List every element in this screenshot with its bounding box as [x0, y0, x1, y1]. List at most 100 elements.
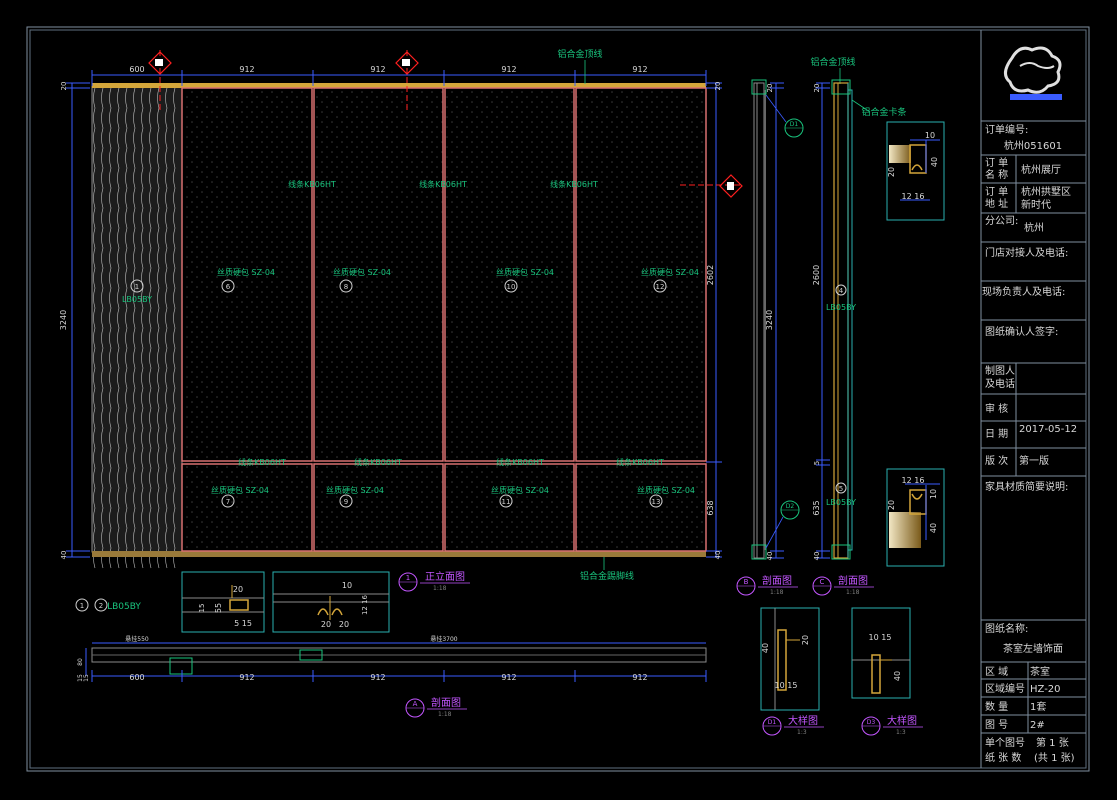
svg-text:制图人: 制图人 — [985, 364, 1015, 377]
svg-text:分公司:: 分公司: — [985, 215, 1018, 227]
svg-text:1:3: 1:3 — [896, 729, 906, 736]
svg-text:1:3: 1:3 — [797, 729, 807, 736]
silk-label: 丝质硬包 SZ-04 — [491, 485, 549, 495]
svg-text:10: 10 — [507, 283, 516, 291]
svg-text:1: 1 — [80, 602, 84, 610]
svg-text:正立面图: 正立面图 — [425, 570, 465, 583]
svg-text:D1: D1 — [790, 121, 799, 128]
detail-d1: 40 20 10 15 — [760, 607, 820, 711]
svg-text:600: 600 — [129, 673, 144, 682]
silk-label: 丝质硬包 SZ-04 — [637, 485, 695, 495]
dim-top-4: 912 — [632, 65, 647, 74]
strip-label: 线条KB06HT — [238, 457, 286, 467]
silk-label: 丝质硬包 SZ-04 — [641, 267, 699, 277]
svg-text:版 次: 版 次 — [985, 454, 1008, 467]
section-c: 铝合金顶线 铝合金卡条 20 2600 5 635 40 4 LB05BY 5 … — [810, 56, 945, 567]
sec-b-dim-bottom: 40 — [766, 552, 774, 561]
area: 茶室 — [1030, 665, 1050, 678]
svg-text:40: 40 — [929, 523, 938, 533]
dim-top-3: 912 — [501, 65, 516, 74]
section-b: 3240 20 40 D1 D2 — [751, 79, 804, 561]
date: 2017-05-12 — [1019, 424, 1077, 435]
tag-circle: 8 — [339, 279, 353, 293]
drawing-name: 茶室左墙饰面 — [1003, 642, 1063, 655]
svg-text:区 域: 区 域 — [985, 665, 1008, 678]
drawing-number: 2# — [1030, 720, 1045, 731]
silk-panel-lower — [444, 463, 575, 552]
svg-text:11: 11 — [502, 498, 511, 506]
svg-text:40: 40 — [893, 671, 902, 681]
sec-b-dim-top: 20 — [766, 84, 774, 93]
svg-text:单个图号: 单个图号 — [985, 737, 1025, 749]
outer-frame — [26, 26, 1090, 772]
strip-label: 线条KB06HT — [419, 179, 467, 189]
dim-right-upper: 2602 — [706, 265, 715, 285]
svg-text:20: 20 — [887, 167, 896, 177]
svg-text:20: 20 — [339, 620, 349, 629]
svg-text:悬挂3700: 悬挂3700 — [430, 635, 457, 643]
svg-text:审 核: 审 核 — [985, 402, 1008, 415]
silk-label: 丝质硬包 SZ-04 — [217, 267, 275, 277]
silk-panel-lower — [313, 463, 444, 552]
svg-text:图纸名称:: 图纸名称: — [985, 622, 1028, 635]
svg-text:80: 80 — [77, 658, 84, 666]
svg-text:10 15: 10 15 — [775, 681, 798, 690]
bottom-trim-label: 铝合金踢脚线 — [580, 570, 634, 582]
svg-text:40: 40 — [930, 157, 939, 167]
svg-text:1: 1 — [406, 574, 410, 582]
top-trim — [92, 83, 706, 88]
dim-top-0: 600 — [129, 65, 144, 74]
order-no-label: 订单编号: — [985, 123, 1028, 136]
small-section-2: 10 12 16 20 20 — [272, 571, 390, 633]
svg-text:912: 912 — [632, 673, 647, 682]
strip-label: 线条KB06HT — [550, 179, 598, 189]
small-section-1: 20 15 55 5 15 — [181, 571, 265, 633]
wood-code-label: LB05BY — [122, 295, 152, 304]
quantity: 1套 — [1030, 700, 1046, 713]
order-name: 杭州展厅 — [1021, 163, 1061, 176]
dim-left-bottom: 40 — [60, 551, 68, 560]
inner-frame — [29, 29, 1087, 769]
title-block: 订单编号: 杭州051601 订 单 名 称 杭州展厅 订 单 地 址 杭州拱墅… — [980, 30, 1086, 768]
sec-c-dim-bottom: 40 — [813, 552, 821, 561]
order-address: 杭州拱墅区 — [1021, 185, 1071, 198]
sec-c-dim-top: 20 — [813, 84, 821, 93]
wood-grain-lines — [93, 87, 176, 569]
svg-text:D3: D3 — [867, 719, 876, 726]
section-c-top-detail: 10 40 20 12 16 — [886, 121, 945, 221]
wood-grain-line — [101, 87, 104, 569]
tag-circle: 6 — [221, 279, 235, 293]
sec-c-code-label: LB05BY — [826, 303, 856, 312]
svg-text:1: 1 — [135, 283, 139, 291]
svg-text:7: 7 — [226, 498, 230, 506]
wood-grain-line — [165, 87, 168, 569]
area-code: HZ-20 — [1030, 684, 1061, 695]
svg-text:10: 10 — [925, 131, 935, 140]
wood-grain-line — [157, 87, 160, 569]
section-marker-icon — [395, 50, 419, 110]
svg-text:20: 20 — [801, 635, 810, 645]
silk-panel-upper — [575, 87, 707, 462]
sheet-number: 第 1 张 — [1036, 736, 1069, 749]
card-strip-label: 铝合金卡条 — [861, 106, 906, 118]
strip-label: 线条KB06HT — [288, 179, 336, 189]
svg-text:D2: D2 — [786, 503, 795, 510]
svg-text:10: 10 — [342, 581, 352, 590]
wood-grain-line — [109, 87, 112, 569]
svg-text:55: 55 — [214, 603, 223, 613]
silk-panel-upper — [313, 87, 444, 462]
svg-text:912: 912 — [239, 673, 254, 682]
tag-circle: 13 — [649, 494, 663, 508]
svg-text:2: 2 — [99, 602, 103, 610]
wood-grain-line — [117, 87, 120, 569]
bottom-trim — [92, 551, 706, 557]
svg-text:5 15: 5 15 — [234, 619, 252, 628]
branch: 杭州 — [1024, 221, 1044, 234]
svg-text:10 15: 10 15 — [869, 633, 892, 642]
tag-circle: 10 — [504, 279, 518, 293]
svg-text:大样图: 大样图 — [887, 714, 917, 727]
svg-text:1:18: 1:18 — [846, 589, 860, 596]
svg-text:15: 15 — [77, 674, 84, 682]
sec-c-dim-lower: 635 — [812, 500, 821, 515]
